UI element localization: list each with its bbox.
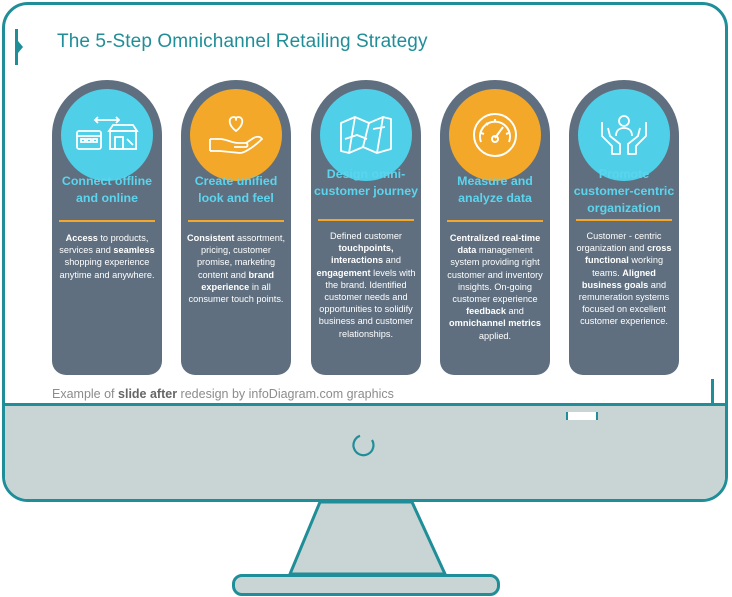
icon-circle-5 <box>578 89 670 181</box>
card-title: Connect offline and online <box>61 174 153 205</box>
step-card-2: Create unified look and feel Consistent … <box>181 80 291 375</box>
card-title: Design omni-customer journey <box>314 167 418 198</box>
monitor-bezel <box>5 403 725 499</box>
step-card-4: Measure and analyze data Centralized rea… <box>440 80 550 375</box>
monitor-base <box>232 574 500 596</box>
card-body: Consistent assortment, pricing, customer… <box>186 232 286 305</box>
body-segment: in all consumer touch points. <box>188 281 284 305</box>
body-emphasis: seamless <box>113 245 155 256</box>
icon-circle-3 <box>320 89 412 181</box>
icon-circle-4 <box>449 89 541 181</box>
icon-circle-1 <box>61 89 153 181</box>
divider <box>59 220 155 222</box>
card-body: Customer - centric organization and cros… <box>574 230 674 328</box>
body-emphasis: Access <box>65 233 98 243</box>
card-body: Centralized real-time data management sy… <box>445 232 545 342</box>
body-emphasis: feedback <box>466 306 506 317</box>
body-segment: to products, services and <box>59 233 149 256</box>
body-segment: applied. <box>478 330 512 341</box>
body-emphasis: Aligned business goals <box>581 267 656 290</box>
hand-heart-icon <box>209 116 263 154</box>
card-body: Access to products, services and seamles… <box>57 232 157 281</box>
body-segment: working teams. <box>592 255 664 278</box>
left-accent-marker <box>15 29 23 65</box>
store-online-offline-icon <box>76 116 139 150</box>
card-title: Promote customer-centric organization <box>573 167 675 215</box>
body-emphasis: engagement <box>316 267 371 278</box>
divider <box>318 219 414 221</box>
body-segment: shopping experience anytime and anywhere… <box>59 257 155 280</box>
body-emphasis: cross functional <box>584 243 672 266</box>
body-emphasis: omnichannel metrics <box>449 318 541 329</box>
caption-pre: Example of <box>52 387 119 401</box>
caption: Example of slide after redesign by infoD… <box>52 387 394 401</box>
caption-bold: slide after <box>118 387 178 401</box>
body-emphasis: brand experience <box>201 269 275 292</box>
divider <box>188 220 284 222</box>
body-segment: assortment, pricing, customer promise, m… <box>196 233 286 280</box>
map-icon <box>340 116 392 154</box>
body-segment: Defined customer <box>329 231 402 241</box>
body-segment: Customer - centric organization and <box>576 231 662 254</box>
power-icon <box>352 434 375 457</box>
caption-post: redesign by infoDiagram.com graphics <box>177 387 394 401</box>
body-segment: and <box>383 255 401 266</box>
divider <box>447 220 543 222</box>
card-title: Measure and analyze data <box>457 174 533 205</box>
body-segment: and <box>505 306 524 317</box>
page-title: The 5-Step Omnichannel Retailing Strateg… <box>57 31 428 52</box>
body-segment: management system providing right custom… <box>447 245 543 305</box>
monitor-stand <box>287 502 448 576</box>
body-emphasis: Centralized real-time data <box>449 233 541 256</box>
body-emphasis: Consistent <box>186 233 235 243</box>
monitor-notch <box>566 412 598 420</box>
body-segment: and remuneration systems focused on exce… <box>578 279 670 327</box>
step-card-1: Connect offline and online Access to pro… <box>52 80 162 375</box>
body-emphasis: touchpoints, interactions <box>331 243 394 266</box>
card-body: Defined customer touchpoints, interactio… <box>316 230 416 340</box>
step-card-3: Design omni-customer journey Defined cus… <box>311 80 421 375</box>
hands-person-icon <box>601 115 647 155</box>
card-title: Create unified look and feel <box>194 174 278 205</box>
icon-circle-2 <box>190 89 282 181</box>
right-accent-marker <box>711 379 714 405</box>
body-segment: levels with the brand. Identified custom… <box>318 267 416 339</box>
divider <box>576 219 672 221</box>
gauge-icon <box>473 113 517 157</box>
step-card-5: Promote customer-centric organization Cu… <box>569 80 679 375</box>
